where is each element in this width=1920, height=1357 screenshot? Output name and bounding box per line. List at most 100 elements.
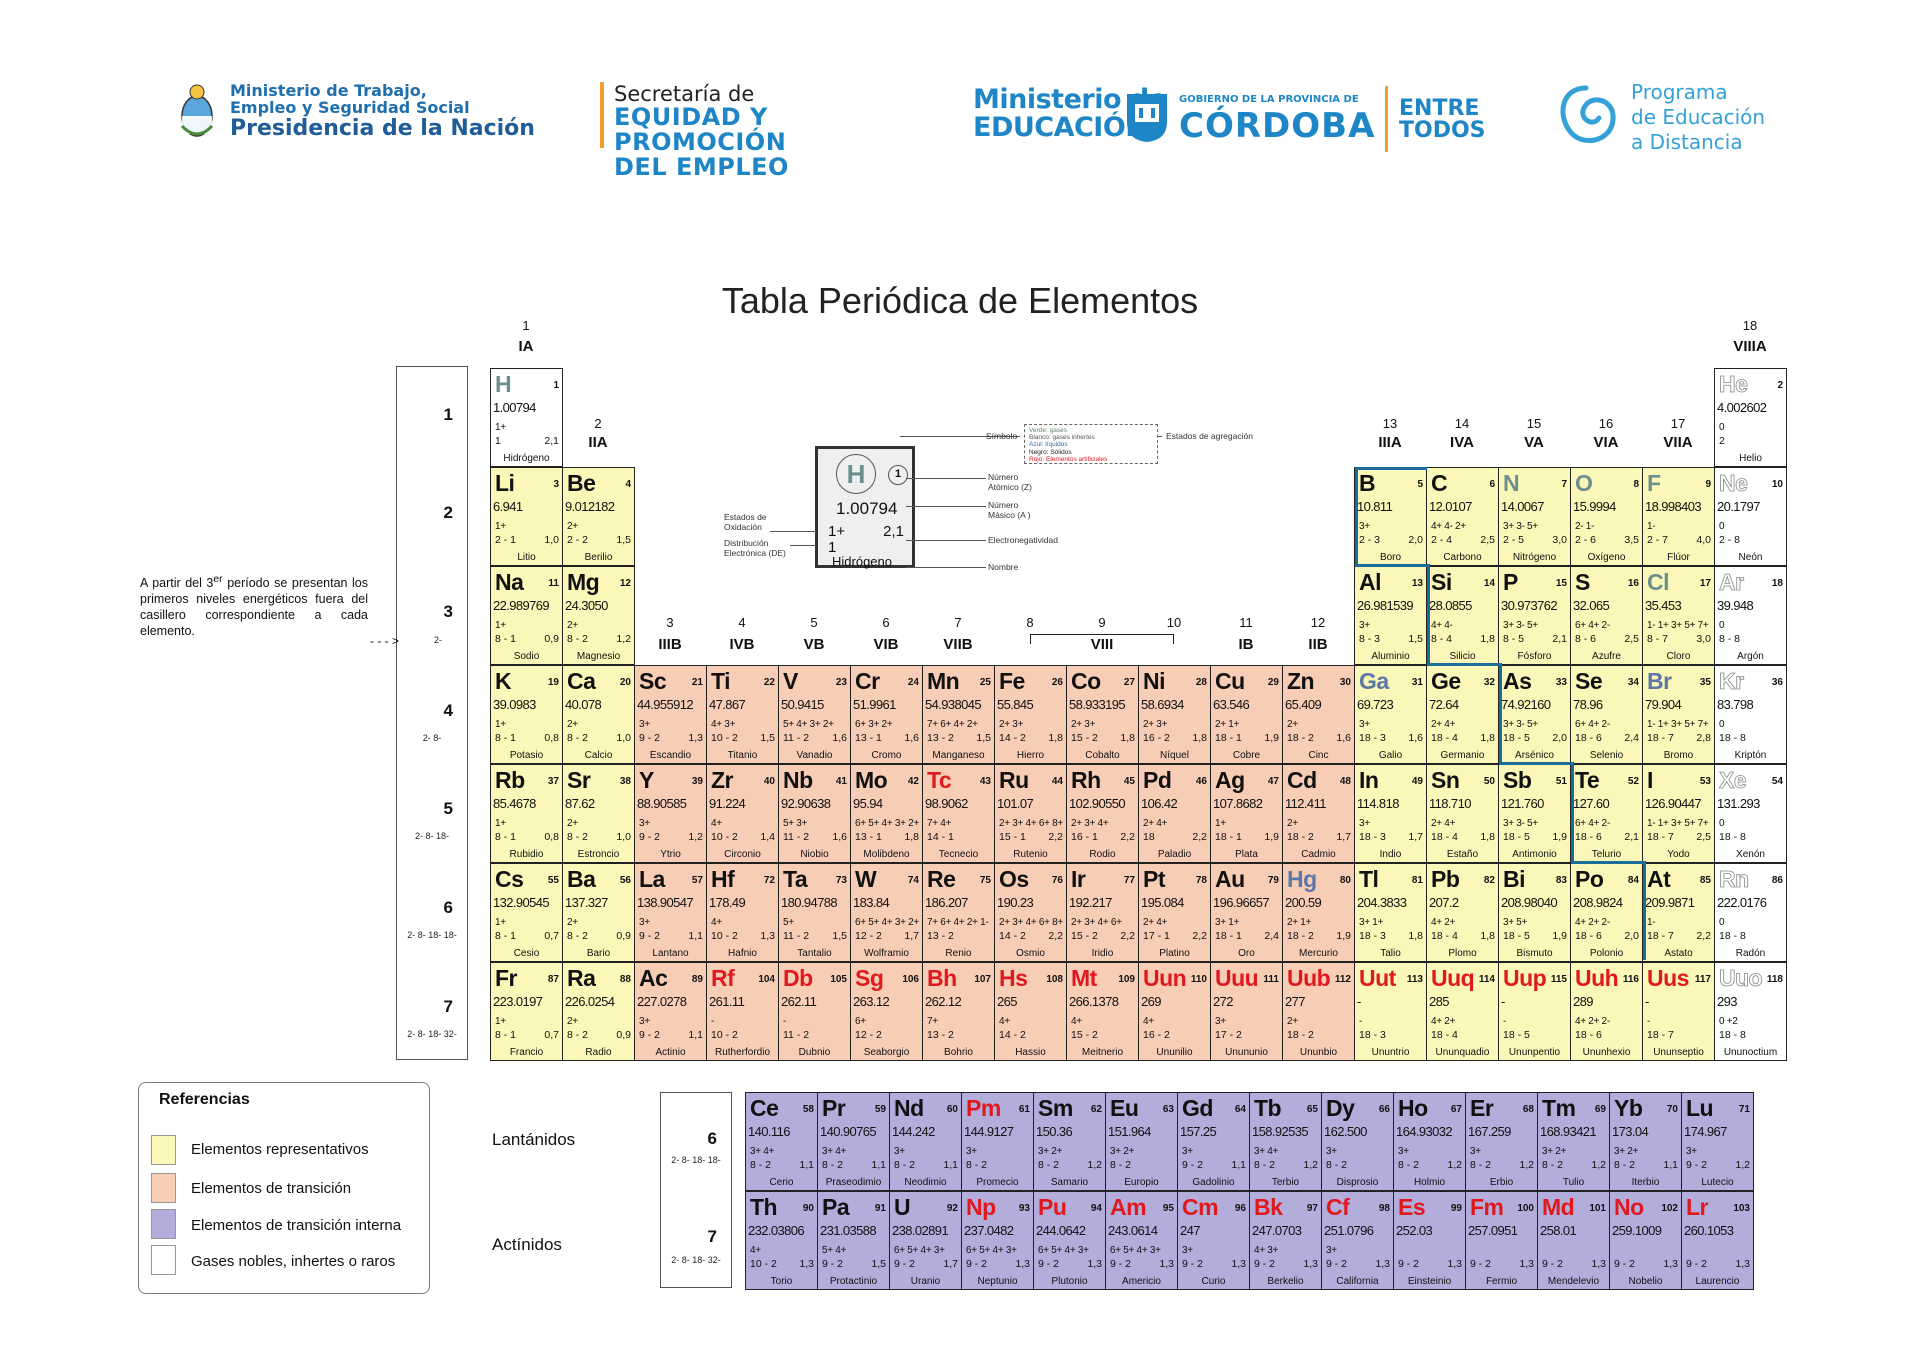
element-name: Telurio bbox=[1591, 849, 1622, 860]
atomic-number: 33 bbox=[1555, 677, 1567, 688]
ministry-line-3: Presidencia de la Nación bbox=[230, 116, 535, 141]
electronegativity: 2,0 bbox=[1408, 534, 1423, 546]
element-symbol: Db bbox=[783, 965, 813, 991]
ministry-name: Ministerio de Trabajo, Empleo y Segurida… bbox=[230, 82, 535, 142]
electron-distribution: 14 - 2 bbox=[999, 1029, 1026, 1041]
electronegativity: 1,8 bbox=[1480, 633, 1495, 645]
note-arrow: - - - > bbox=[370, 634, 399, 648]
element-symbol: Co bbox=[1071, 668, 1101, 694]
atomic-number: 31 bbox=[1411, 677, 1423, 688]
element-symbol: No bbox=[1614, 1194, 1644, 1220]
electronegativity: 1,1 bbox=[1663, 1159, 1678, 1171]
atomic-number: 94 bbox=[1090, 1203, 1102, 1214]
electron-distribution: 18 - 2 bbox=[1287, 1029, 1314, 1041]
element-symbol: Lu bbox=[1686, 1095, 1714, 1121]
oxidation-states: 4+ bbox=[750, 1245, 761, 1256]
atomic-mass: 101.07 bbox=[997, 796, 1034, 811]
element-name: Carbono bbox=[1443, 552, 1482, 563]
atomic-mass: 50.9415 bbox=[781, 697, 824, 712]
electronegativity: 1,1 bbox=[1231, 1159, 1246, 1171]
element-symbol: Ge bbox=[1431, 668, 1461, 694]
element-symbol: Bk bbox=[1254, 1194, 1283, 1220]
electron-distribution: 18 - 4 bbox=[1431, 831, 1458, 843]
group-number: 6 bbox=[882, 615, 890, 630]
electron-distribution: 12 - 2 bbox=[855, 930, 882, 942]
atomic-number: 44 bbox=[1051, 776, 1063, 787]
electronegativity: 1,6 bbox=[1408, 732, 1423, 744]
element-name: Renio bbox=[945, 948, 972, 959]
atomic-mass: 247.0703 bbox=[1252, 1223, 1302, 1238]
electron-distribution: 2 - 3 bbox=[1359, 534, 1381, 546]
atomic-number: 30 bbox=[1339, 677, 1351, 688]
element-symbol: Np bbox=[966, 1194, 996, 1220]
electronegativity: 1,2 bbox=[1735, 1159, 1750, 1171]
element-name: Berilio bbox=[584, 552, 613, 563]
key-line: Negro: Sólidos bbox=[1029, 448, 1072, 456]
atomic-mass: 118.710 bbox=[1429, 796, 1471, 811]
electronegativity: 1,8 bbox=[1120, 732, 1135, 744]
oxidation-states: 2+ 4+ bbox=[1431, 719, 1456, 730]
electron-distribution: 8 - 2 bbox=[1398, 1159, 1420, 1171]
label-line: Distribución bbox=[724, 538, 769, 548]
element-name: Einsteinio bbox=[1407, 1276, 1452, 1287]
oxidation-states: 3+ bbox=[1182, 1146, 1193, 1157]
atomic-number: 117 bbox=[1694, 974, 1711, 985]
atomic-mass: 10.811 bbox=[1357, 499, 1393, 514]
element-symbol: Cr bbox=[855, 668, 880, 694]
electronegativity: 1,3 bbox=[1519, 1258, 1534, 1270]
element-name: Hidrógeno bbox=[503, 453, 550, 464]
atomic-mass: 232.03806 bbox=[748, 1223, 805, 1238]
element-symbol: In bbox=[1359, 767, 1379, 793]
electron-distribution: 9 - 2 bbox=[1038, 1258, 1060, 1270]
oxidation-states: 3+ 1+ bbox=[1359, 917, 1384, 928]
atomic-number: 22 bbox=[763, 677, 775, 688]
atomic-mass: 157.25 bbox=[1180, 1124, 1217, 1139]
element-symbol: I bbox=[1647, 767, 1653, 793]
atomic-number: 23 bbox=[835, 677, 847, 688]
oxidation-states: 2+ bbox=[567, 620, 578, 631]
electronegativity: 1,3 bbox=[760, 930, 775, 942]
oxidation-states: 7+ 4+ bbox=[927, 818, 952, 829]
electronegativity: 2,0 bbox=[1552, 732, 1567, 744]
period-number: 4 bbox=[443, 701, 453, 720]
electron-distribution: 18 - 4 bbox=[1431, 732, 1458, 744]
atomic-mass: 158.92535 bbox=[1252, 1124, 1309, 1139]
electron-distribution: 8 - 2 bbox=[567, 930, 589, 942]
atomic-number: 73 bbox=[835, 875, 847, 886]
schema-name: Hidrógeno bbox=[832, 554, 892, 569]
atomic-mass: 258.01 bbox=[1540, 1223, 1577, 1238]
element-symbol: Dy bbox=[1326, 1095, 1355, 1121]
electronegativity: 1,3 bbox=[1375, 1258, 1390, 1270]
element-name: Silicio bbox=[1449, 651, 1476, 662]
element-name: Paladio bbox=[1157, 849, 1192, 860]
element-name: Bario bbox=[586, 948, 611, 959]
page-title: Tabla Periódica de Elementos bbox=[721, 280, 1199, 321]
electron-distribution: 18 - 7 bbox=[1647, 732, 1674, 744]
atomic-number: 91 bbox=[874, 1203, 886, 1214]
electron-distribution: 11 - 2 bbox=[783, 1029, 810, 1041]
label-line: Másico (A ) bbox=[988, 510, 1031, 520]
period-number: 2 bbox=[443, 503, 453, 522]
element-name: Rodio bbox=[1089, 849, 1116, 860]
electron-distribution: 8 - 2 bbox=[567, 732, 589, 744]
electronegativity: 0,8 bbox=[544, 732, 559, 744]
electronegativity: 1,1 bbox=[943, 1159, 958, 1171]
electronegativity: 1,7 bbox=[1336, 831, 1351, 843]
element-name: Bromo bbox=[1663, 750, 1694, 761]
oxidation-states: 3+ bbox=[639, 917, 650, 928]
element-symbol: Th bbox=[750, 1194, 778, 1220]
electronegativity: 1,9 bbox=[1552, 831, 1567, 843]
electron-distribution: 18 - 8 bbox=[1719, 732, 1746, 744]
programa-line-3: a Distancia bbox=[1631, 130, 1743, 154]
atomic-number: 72 bbox=[763, 875, 775, 886]
oxidation-states: 3+ 4+ bbox=[750, 1146, 775, 1157]
electron-distribution: 18 - 2 bbox=[1287, 930, 1314, 942]
oxidation-states: 3+ 2+ bbox=[1614, 1146, 1639, 1157]
element-name: Wolframio bbox=[864, 948, 909, 959]
